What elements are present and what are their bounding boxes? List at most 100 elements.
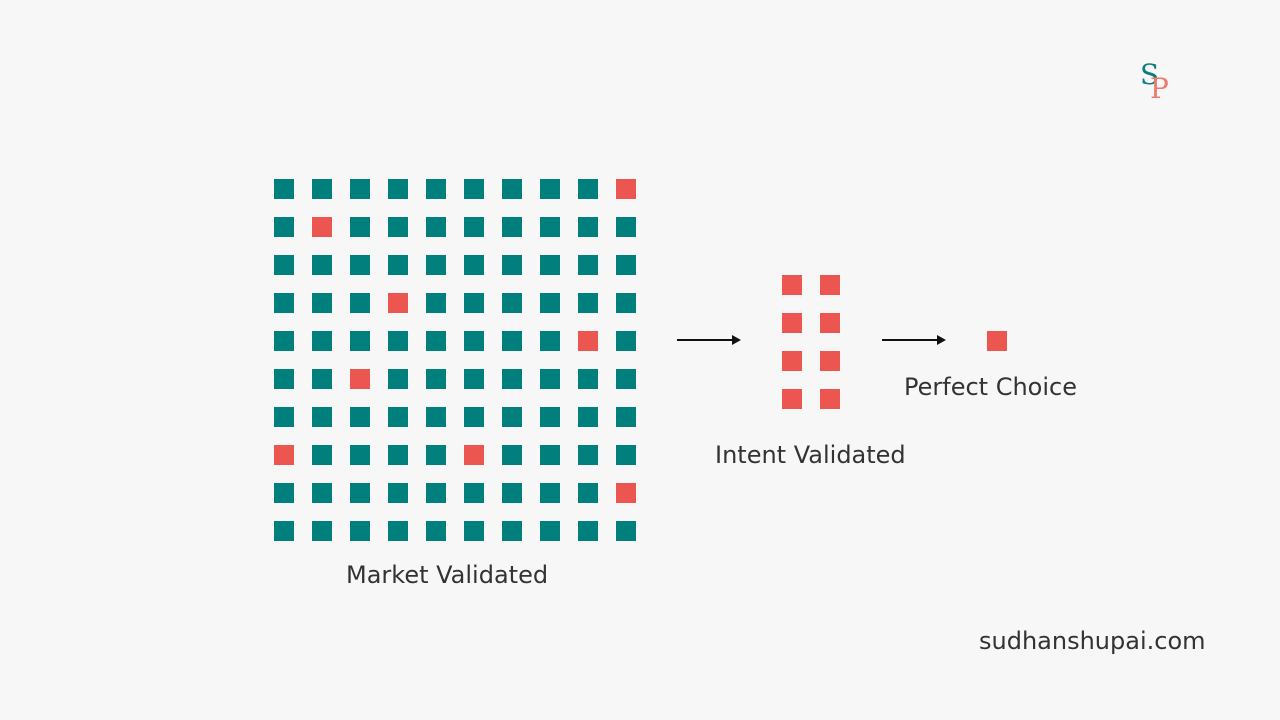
- grid-square-highlighted: [616, 179, 636, 199]
- grid-square-highlighted: [464, 445, 484, 465]
- grid-square: [388, 179, 408, 199]
- grid-square: [464, 293, 484, 313]
- grid-square: [540, 445, 560, 465]
- grid-square-highlighted: [616, 483, 636, 503]
- grid-square: [616, 331, 636, 351]
- grid-square: [350, 483, 370, 503]
- grid-square: [502, 217, 522, 237]
- grid-square: [350, 179, 370, 199]
- grid-square: [578, 217, 598, 237]
- grid-square: [426, 369, 446, 389]
- grid-square: [578, 255, 598, 275]
- arrow-intent-to-perfect: [882, 335, 946, 345]
- logo: S P: [1136, 60, 1176, 106]
- site-url: sudhanshupai.com: [979, 627, 1206, 655]
- perfect-choice-label: Perfect Choice: [904, 373, 1077, 401]
- grid-square: [540, 255, 560, 275]
- grid-square: [616, 369, 636, 389]
- grid-square: [426, 483, 446, 503]
- grid-square: [274, 217, 294, 237]
- grid-square: [464, 369, 484, 389]
- grid-square: [274, 331, 294, 351]
- grid-square: [464, 331, 484, 351]
- grid-square-highlighted: [350, 369, 370, 389]
- grid-square: [578, 407, 598, 427]
- grid-square: [350, 217, 370, 237]
- market-validated-label: Market Validated: [346, 561, 549, 589]
- grid-square: [388, 483, 408, 503]
- grid-square: [502, 445, 522, 465]
- grid-square: [540, 293, 560, 313]
- market-validated-grid: [274, 179, 636, 541]
- grid-square: [464, 407, 484, 427]
- intent-square: [782, 313, 802, 333]
- grid-square: [616, 407, 636, 427]
- grid-square: [388, 407, 408, 427]
- grid-square: [578, 521, 598, 541]
- intent-square: [820, 313, 840, 333]
- grid-square: [502, 293, 522, 313]
- grid-square: [464, 483, 484, 503]
- grid-square: [578, 369, 598, 389]
- grid-square: [578, 483, 598, 503]
- grid-square: [502, 483, 522, 503]
- grid-square: [274, 521, 294, 541]
- grid-square: [274, 407, 294, 427]
- grid-square: [388, 521, 408, 541]
- grid-square: [312, 483, 332, 503]
- intent-square: [782, 275, 802, 295]
- grid-square: [312, 255, 332, 275]
- perfect-square: [987, 331, 1007, 351]
- arrow-market-to-intent: [677, 335, 741, 345]
- grid-square: [578, 179, 598, 199]
- grid-square: [426, 331, 446, 351]
- grid-square: [274, 369, 294, 389]
- grid-square: [578, 293, 598, 313]
- grid-square: [388, 217, 408, 237]
- grid-square: [578, 445, 598, 465]
- grid-square: [274, 293, 294, 313]
- intent-square: [782, 389, 802, 409]
- perfect-choice-square: [987, 331, 1007, 351]
- grid-square: [540, 179, 560, 199]
- grid-square: [388, 445, 408, 465]
- grid-square: [312, 293, 332, 313]
- grid-square: [502, 331, 522, 351]
- grid-square: [616, 255, 636, 275]
- grid-square: [426, 293, 446, 313]
- grid-square: [312, 445, 332, 465]
- grid-square: [426, 445, 446, 465]
- grid-square: [540, 407, 560, 427]
- grid-square: [464, 217, 484, 237]
- grid-square: [312, 521, 332, 541]
- grid-square-highlighted: [578, 331, 598, 351]
- grid-square: [540, 217, 560, 237]
- grid-square: [540, 331, 560, 351]
- grid-square: [502, 521, 522, 541]
- grid-square-highlighted: [388, 293, 408, 313]
- grid-square: [502, 407, 522, 427]
- grid-square: [274, 179, 294, 199]
- grid-square: [350, 255, 370, 275]
- intent-validated-grid: [782, 275, 840, 409]
- grid-square: [502, 369, 522, 389]
- grid-square-highlighted: [312, 217, 332, 237]
- grid-square: [426, 179, 446, 199]
- grid-square: [616, 521, 636, 541]
- intent-square: [820, 389, 840, 409]
- grid-square: [464, 521, 484, 541]
- grid-square: [388, 255, 408, 275]
- grid-square: [616, 445, 636, 465]
- grid-square: [350, 407, 370, 427]
- grid-square: [426, 407, 446, 427]
- intent-square: [820, 275, 840, 295]
- grid-square: [502, 255, 522, 275]
- intent-square: [820, 351, 840, 371]
- grid-square: [540, 521, 560, 541]
- grid-square-highlighted: [274, 445, 294, 465]
- grid-square: [616, 293, 636, 313]
- logo-letter-s: S: [1140, 58, 1160, 91]
- grid-square: [426, 217, 446, 237]
- grid-square: [350, 331, 370, 351]
